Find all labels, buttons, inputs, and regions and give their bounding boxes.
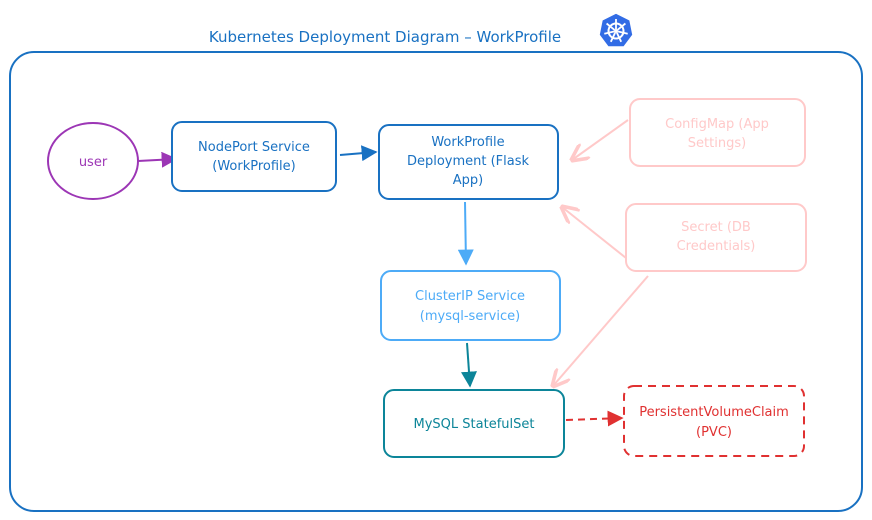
node-nodeport-service[interactable]: NodePort Service (WorkProfile) [171,121,337,192]
node-configmap[interactable]: ConfigMap (App Settings) [629,98,806,167]
edge-secret-to-deployment [562,207,627,259]
node-secret-line1: Secret (DB [681,220,751,235]
node-configmap-line2: Settings) [688,136,746,151]
node-clusterip-line1: ClusterIP Service [415,289,525,304]
node-mysql-statefulset[interactable]: MySQL StatefulSet [383,389,565,458]
node-configmap-line1: ConfigMap (App [665,117,769,132]
node-pvc[interactable]: PersistentVolumeClaim (PVC) [623,385,805,457]
node-nodeport-line2: (WorkProfile) [212,159,295,174]
node-statefulset-label: MySQL StatefulSet [414,417,535,432]
diagram-title: Kubernetes Deployment Diagram – WorkProf… [209,28,561,46]
edge-clusterip-to-statefulset [461,342,477,388]
edge-secret-to-statefulset [553,275,649,386]
node-clusterip-service[interactable]: ClusterIP Service (mysql-service) [380,270,561,341]
node-pvc-line2: (PVC) [696,425,732,440]
node-deployment-line1: WorkProfile [431,135,504,150]
edge-statefulset-to-pvc [565,410,624,427]
cluster-frame [9,51,863,512]
node-pvc-line1: PersistentVolumeClaim [639,405,789,420]
node-secret[interactable]: Secret (DB Credentials) [625,203,807,272]
node-user-label: user [79,155,108,170]
node-user[interactable]: user [47,122,139,200]
edge-user-to-nodeport [137,151,178,168]
node-workprofile-deployment[interactable]: WorkProfile Deployment (Flask App) [378,124,559,200]
node-clusterip-line2: (mysql-service) [420,309,520,324]
node-deployment-line3: App) [453,173,483,188]
node-secret-line2: Credentials) [677,239,756,254]
edge-nodeport-to-deployment [339,145,378,162]
node-nodeport-line1: NodePort Service [198,140,310,155]
edge-configmap-to-deployment [572,119,629,160]
edge-deployment-to-clusterip [457,201,474,266]
kubernetes-helm-icon [598,12,634,48]
node-deployment-line2: Deployment (Flask [407,154,530,169]
